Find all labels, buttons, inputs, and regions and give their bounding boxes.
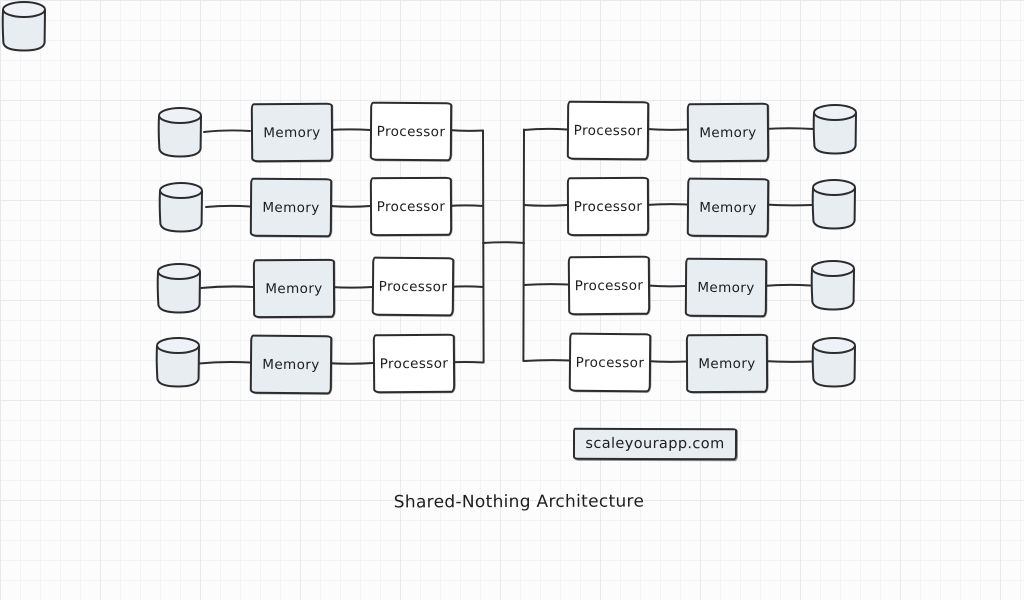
- processor-node: Processor: [566, 100, 650, 161]
- processor-node: Processor: [566, 176, 650, 237]
- connection-line: [330, 286, 373, 289]
- connection-line: [647, 284, 686, 288]
- database-icon: [156, 263, 201, 314]
- connection-line: [523, 283, 569, 286]
- connection-line: [328, 128, 371, 131]
- memory-node: Memory: [249, 177, 333, 238]
- connection-line: [329, 205, 371, 208]
- memory-node: Memory: [252, 258, 336, 319]
- database-icon: [155, 337, 200, 388]
- connection-line: [198, 360, 251, 365]
- memory-node: Memory: [250, 102, 334, 163]
- database-icon: [812, 104, 857, 155]
- database-cylinder-shape: [1, 1, 46, 52]
- connection-line: [762, 283, 811, 287]
- database-icon: [158, 182, 203, 233]
- memory-node: Memory: [249, 334, 333, 395]
- connection-line: [523, 359, 571, 362]
- watermark-badge: scaleyourapp.com: [572, 427, 738, 461]
- database-icon: [810, 260, 855, 311]
- memory-node: Memory: [685, 333, 769, 394]
- bus-crossbar: [482, 241, 525, 244]
- processor-node: Processor: [369, 176, 453, 237]
- bus-line-left: [482, 129, 485, 364]
- connection-line: [646, 128, 688, 131]
- connection-line: [200, 285, 254, 289]
- connection-line: [325, 362, 374, 365]
- connection-line: [205, 204, 251, 208]
- connection-line: [645, 360, 688, 363]
- connection-line: [645, 203, 688, 206]
- connection-line: [762, 360, 813, 363]
- processor-node: Processor: [369, 101, 453, 162]
- connection-line: [764, 127, 814, 130]
- connection-line: [203, 129, 251, 133]
- connection-line: [763, 203, 813, 207]
- bus-line-right: [522, 128, 525, 362]
- watermark-label: scaleyourapp.com: [585, 435, 725, 453]
- connection-line: [447, 204, 484, 207]
- memory-node: Memory: [686, 102, 770, 163]
- processor-node: Processor: [567, 255, 651, 316]
- database-icon: [157, 107, 202, 158]
- processor-node: Processor: [371, 256, 455, 317]
- connector-lines: [198, 127, 814, 365]
- memory-node: Memory: [686, 177, 770, 238]
- connection-line: [523, 204, 568, 207]
- memory-node: Memory: [684, 257, 768, 318]
- database-icon: [811, 337, 856, 388]
- diagram-title: Shared-Nothing Architecture: [393, 491, 645, 513]
- database-icon: [811, 179, 856, 230]
- processor-node: Processor: [372, 333, 456, 394]
- processor-node: Processor: [568, 332, 652, 393]
- connection-line: [523, 127, 568, 131]
- connection-line: [447, 129, 484, 132]
